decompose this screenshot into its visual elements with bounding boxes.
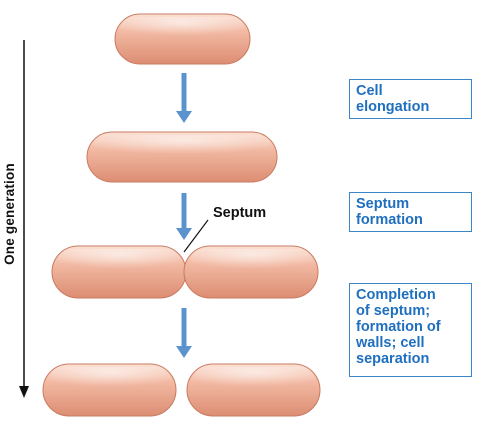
septum-leader-line bbox=[183, 219, 209, 253]
process-arrow-3 bbox=[176, 308, 192, 358]
stage-label-completion-separation: Completion of septum; formation of walls… bbox=[349, 283, 472, 377]
cell-initial bbox=[114, 13, 251, 65]
septum-label: Septum bbox=[213, 205, 267, 221]
generation-label: One generation bbox=[2, 163, 17, 265]
process-arrow-1 bbox=[176, 73, 192, 123]
cell-daughter-left bbox=[42, 363, 177, 417]
stage-label-septum-formation: Septum formation bbox=[349, 192, 472, 232]
cell-septum-right bbox=[183, 245, 319, 299]
process-arrow-2 bbox=[176, 193, 192, 240]
generation-arrow bbox=[19, 40, 29, 398]
cell-daughter-right bbox=[186, 363, 321, 417]
stage-label-cell-elongation: Cell elongation bbox=[349, 79, 472, 119]
cell-elongated bbox=[86, 131, 278, 183]
cell-septum-left bbox=[51, 245, 187, 299]
